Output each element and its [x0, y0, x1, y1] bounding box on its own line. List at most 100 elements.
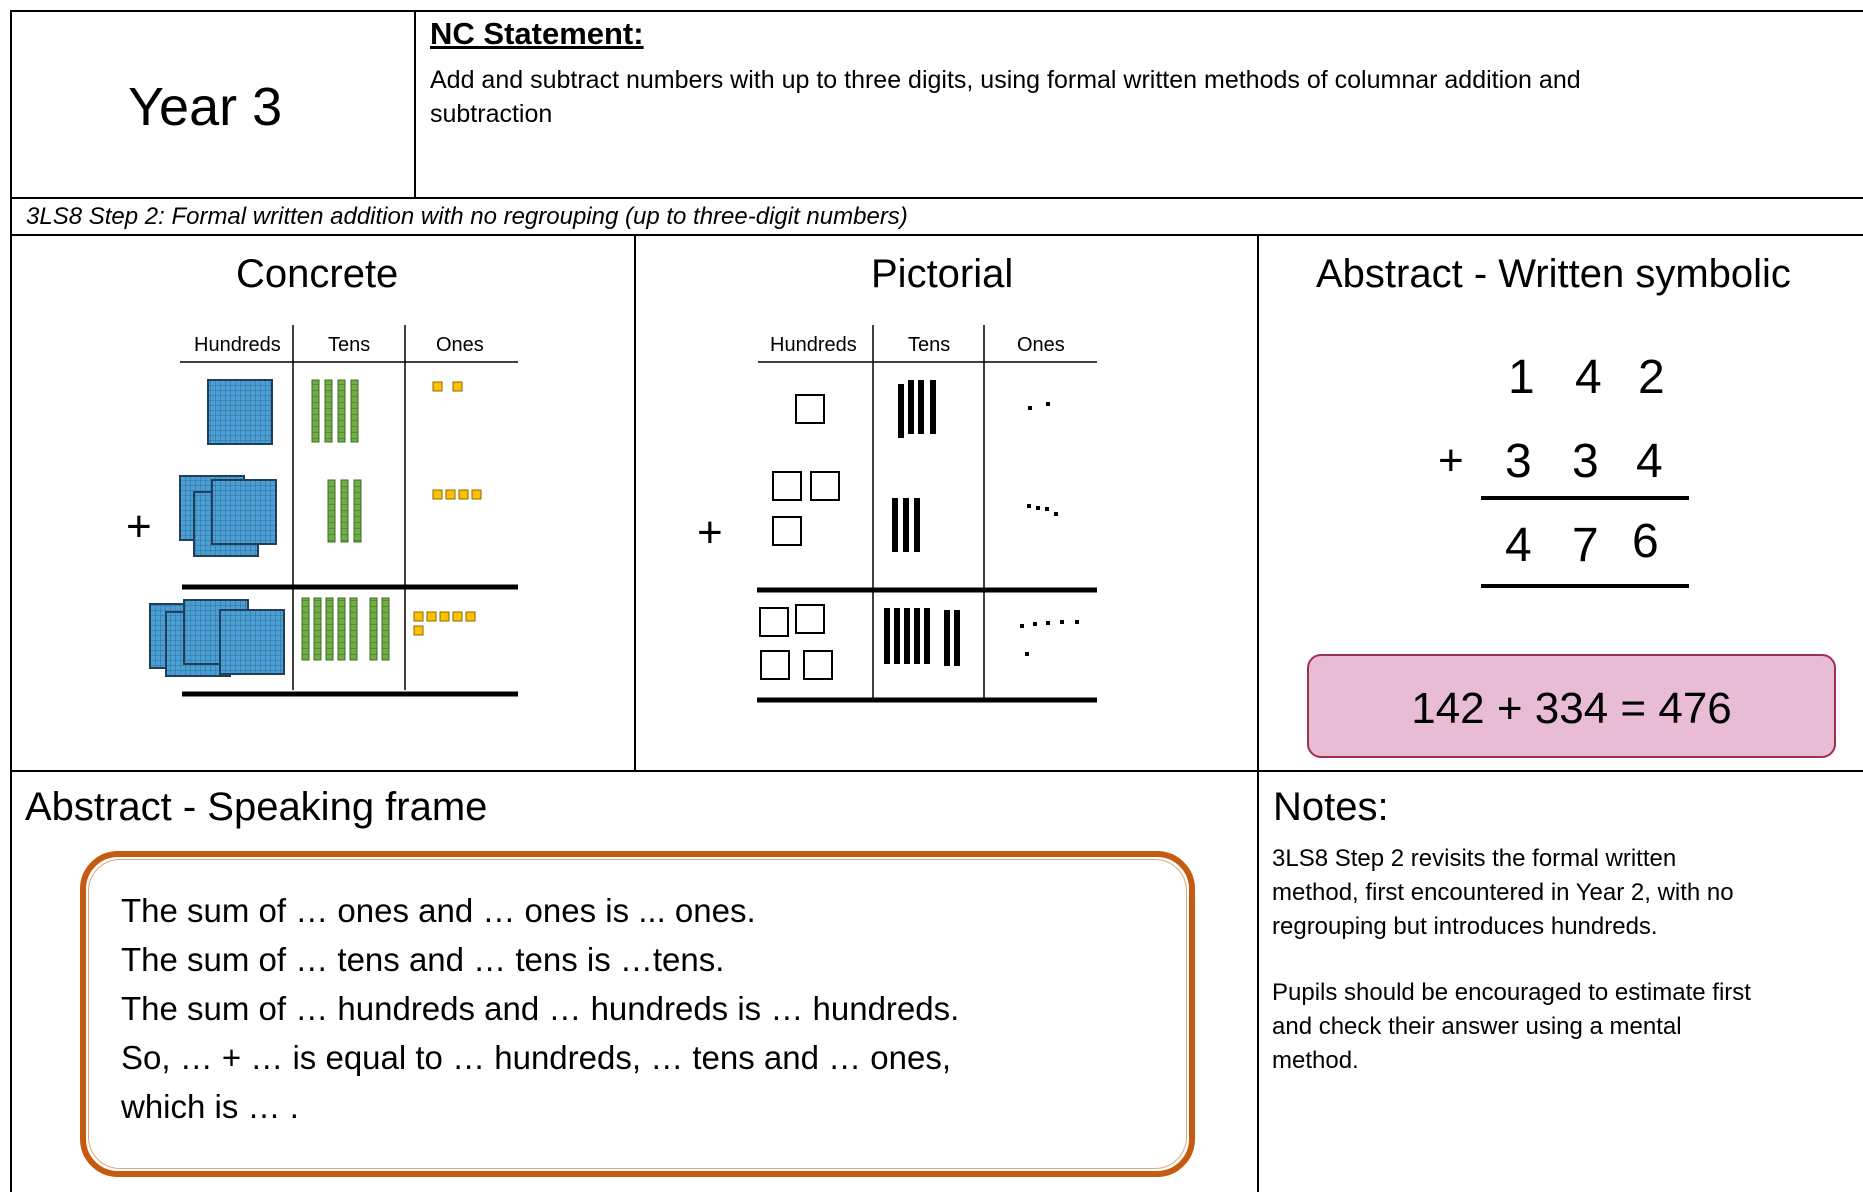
abstract-written-heading: Abstract - Written symbolic [1316, 252, 1791, 296]
ten-rod [340, 479, 349, 543]
one-dot [1075, 620, 1079, 624]
table-border-top [10, 10, 1863, 12]
concrete-col-header-tens: Tens [328, 334, 371, 356]
addend1-hundreds-digit: 1 [1508, 351, 1535, 404]
one-dot [1046, 402, 1050, 406]
addend2-tens-digit: 3 [1572, 435, 1599, 488]
ten-bar [944, 610, 950, 666]
one-dot [1036, 506, 1040, 510]
one-cube [413, 611, 424, 622]
one-cube [471, 489, 482, 500]
one-cube [426, 611, 437, 622]
answer-tens-digit: 7 [1572, 519, 1599, 572]
year-label: Year 3 [128, 77, 283, 137]
pictorial-col-header-hundreds: Hundreds [770, 334, 857, 356]
one-dot [1045, 507, 1049, 511]
one-cubes-row3 [413, 611, 476, 636]
ten-bar [914, 608, 920, 664]
concrete-place-value-chart [149, 325, 518, 697]
speaking-line-4: So, … + … is equal to … hundreds, … tens… [121, 1039, 952, 1076]
concrete-col-header-ones: Ones [436, 334, 484, 356]
notes-heading: Notes: [1273, 785, 1389, 829]
one-dot [1020, 624, 1024, 628]
ten-rod [324, 379, 333, 443]
ten-bars-row3 [884, 608, 960, 666]
one-dots-row3 [1020, 620, 1079, 656]
col-line-2 [1257, 234, 1259, 1192]
addend1-tens-digit: 4 [1575, 351, 1602, 404]
answer-hundreds-digit: 4 [1505, 519, 1532, 572]
answer-ones-digit: 6 [1632, 515, 1659, 568]
col-line-1 [634, 234, 636, 771]
ten-bar [903, 498, 909, 552]
nc-statement-text-line2: subtraction [430, 100, 553, 128]
ten-rod [381, 597, 390, 661]
one-cube [452, 381, 463, 392]
ten-bar [894, 608, 900, 664]
one-dot [1060, 620, 1064, 624]
ten-rod [350, 379, 359, 443]
pictorial-place-value-chart [757, 325, 1097, 703]
speaking-frame-box [80, 851, 1195, 1177]
pictorial-heading: Pictorial [871, 252, 1014, 296]
ten-bar [884, 608, 890, 664]
speaking-line-5: which is … . [121, 1088, 299, 1125]
ten-bars-row1 [898, 380, 936, 438]
hundred-blocks-row2 [179, 475, 277, 557]
row-line-3 [10, 770, 1863, 772]
nc-statement-text-line1: Add and subtract numbers with up to thre… [430, 66, 1581, 94]
one-cube [445, 489, 456, 500]
one-dot [1025, 652, 1029, 656]
one-cube [439, 611, 450, 622]
ten-bars-row2 [892, 498, 920, 552]
one-cube [452, 611, 463, 622]
hundred-blocks-row3 [149, 599, 285, 677]
concrete-heading: Concrete [236, 252, 399, 296]
step-description: 3LS8 Step 2: Formal written addition wit… [26, 203, 908, 230]
ten-rod [337, 597, 346, 661]
written-sum-line-top [1481, 496, 1689, 500]
notes-para2-line3: method. [1272, 1047, 1359, 1074]
ten-bar [954, 610, 960, 666]
one-cube [432, 489, 443, 500]
notes-para2-line2: and check their answer using a mental [1272, 1013, 1682, 1040]
concrete-col-header-hundreds: Hundreds [194, 334, 281, 356]
ten-rod [311, 379, 320, 443]
ten-rod [325, 597, 334, 661]
ten-rod [313, 597, 322, 661]
ten-bar [924, 608, 930, 664]
ten-bar [914, 498, 920, 552]
speaking-line-1: The sum of … ones and … ones is ... ones… [121, 892, 756, 929]
hundred-block [211, 479, 277, 545]
equation-box: 142 + 334 = 476 [1307, 654, 1836, 758]
ten-rods-row2 [327, 479, 362, 543]
notes-para1-line2: method, first encountered in Year 2, wit… [1272, 879, 1734, 906]
ten-bar [908, 380, 914, 434]
one-cube [465, 611, 476, 622]
ten-rod [369, 597, 378, 661]
hundred-square [772, 471, 802, 501]
hundred-square [803, 650, 833, 680]
hundred-block [219, 609, 285, 675]
hundred-squares-row2 [772, 471, 840, 546]
nc-statement-title: NC Statement: [430, 16, 644, 51]
one-dots-row1 [1028, 402, 1050, 410]
one-cube [413, 625, 424, 636]
one-dot [1054, 512, 1058, 516]
ten-rods-row1 [311, 379, 359, 443]
written-sum-line-bottom [1481, 584, 1689, 588]
one-dot [1027, 504, 1031, 508]
hundred-square [795, 604, 825, 634]
addend2-hundreds-digit: 3 [1505, 435, 1532, 488]
ten-bar [918, 380, 924, 434]
one-dot [1033, 622, 1037, 626]
hundred-square [759, 607, 789, 637]
ten-bar [904, 608, 910, 664]
addend2-ones-digit: 4 [1636, 435, 1663, 488]
ten-rod [349, 597, 358, 661]
ten-bar [930, 380, 936, 434]
speaking-line-2: The sum of … tens and … tens is …tens. [121, 941, 725, 978]
pictorial-plus-sign: + [697, 508, 723, 557]
ten-rod [353, 479, 362, 543]
speaking-frame-heading: Abstract - Speaking frame [25, 785, 488, 829]
